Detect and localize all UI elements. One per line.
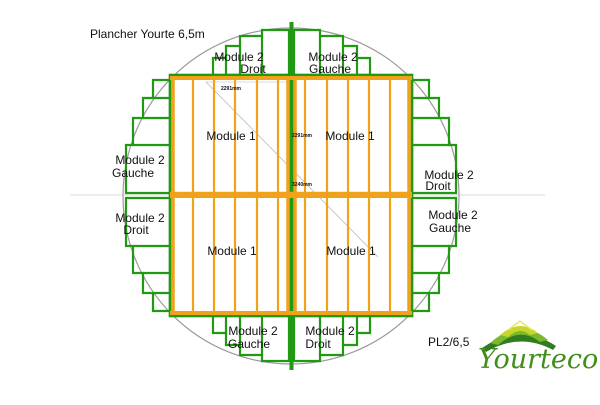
- module-2-top-left-inner: [224, 36, 264, 75]
- quadrant-label-bottom-left: Module 1: [207, 244, 257, 258]
- drawing-title: Plancher Yourte 6,5m: [90, 27, 205, 41]
- label-top-left-line1: Module 2: [214, 50, 264, 64]
- label-left-upper-line2: Gauche: [112, 166, 154, 180]
- module-labels: Module 1 Module 1 Module 1 Module 1 Modu…: [112, 50, 478, 351]
- module-2-right-upper-inner: [412, 96, 449, 147]
- module-2-top-left: [211, 28, 291, 77]
- quadrant-label-top-left: Module 1: [206, 129, 256, 143]
- quadrant-label-bottom-right: Module 1: [326, 244, 376, 258]
- label-right-upper-line2: Droit: [425, 179, 451, 193]
- label-bottom-left-line1: Module 2: [228, 324, 278, 338]
- dimension-vertical: 2291mm: [292, 133, 313, 139]
- module-1-joists: [170, 76, 412, 315]
- module-2-perimeter: [124, 28, 458, 363]
- yourteco-logo: Yourteco: [478, 344, 599, 375]
- quadrant-label-top-right: Module 1: [325, 129, 375, 143]
- module-2-bottom-right-inner: [318, 316, 359, 355]
- module-2-right-lower-inner: [412, 244, 449, 295]
- module-2-bottom-left: [211, 314, 291, 363]
- drawing-reference: PL2/6,5: [428, 335, 470, 349]
- label-right-lower-line2: Gauche: [429, 221, 471, 235]
- label-top-left-line2: Droit: [240, 62, 266, 76]
- module-2-left-upper: [124, 78, 172, 195]
- module-2-right-upper: [410, 78, 458, 195]
- label-left-lower-line2: Droit: [123, 223, 149, 237]
- module-2-bottom-left-inner: [224, 316, 264, 355]
- label-left-lower-line1: Module 2: [115, 211, 165, 225]
- label-bottom-right-line2: Droit: [305, 337, 331, 351]
- dimension-center: 3240mm: [292, 182, 313, 188]
- label-top-right-line2: Gauche: [309, 62, 351, 76]
- dimension-top: 2291mm: [221, 86, 242, 92]
- label-bottom-right-line1: Module 2: [305, 324, 355, 338]
- label-left-upper-line1: Module 2: [115, 153, 165, 167]
- label-right-upper-line1: Module 2: [424, 168, 474, 182]
- module-2-left-lower-inner: [133, 244, 170, 295]
- yourteco-logo-mark: [482, 320, 556, 352]
- module-2-top-right-inner: [318, 36, 359, 75]
- module-2-left-upper-inner: [133, 96, 170, 147]
- dimension-labels: 2291mm 2291mm 3240mm: [221, 86, 313, 188]
- label-bottom-left-line2: Gauche: [228, 337, 270, 351]
- label-right-lower-line1: Module 2: [428, 208, 478, 222]
- label-top-right-line1: Module 2: [308, 50, 358, 64]
